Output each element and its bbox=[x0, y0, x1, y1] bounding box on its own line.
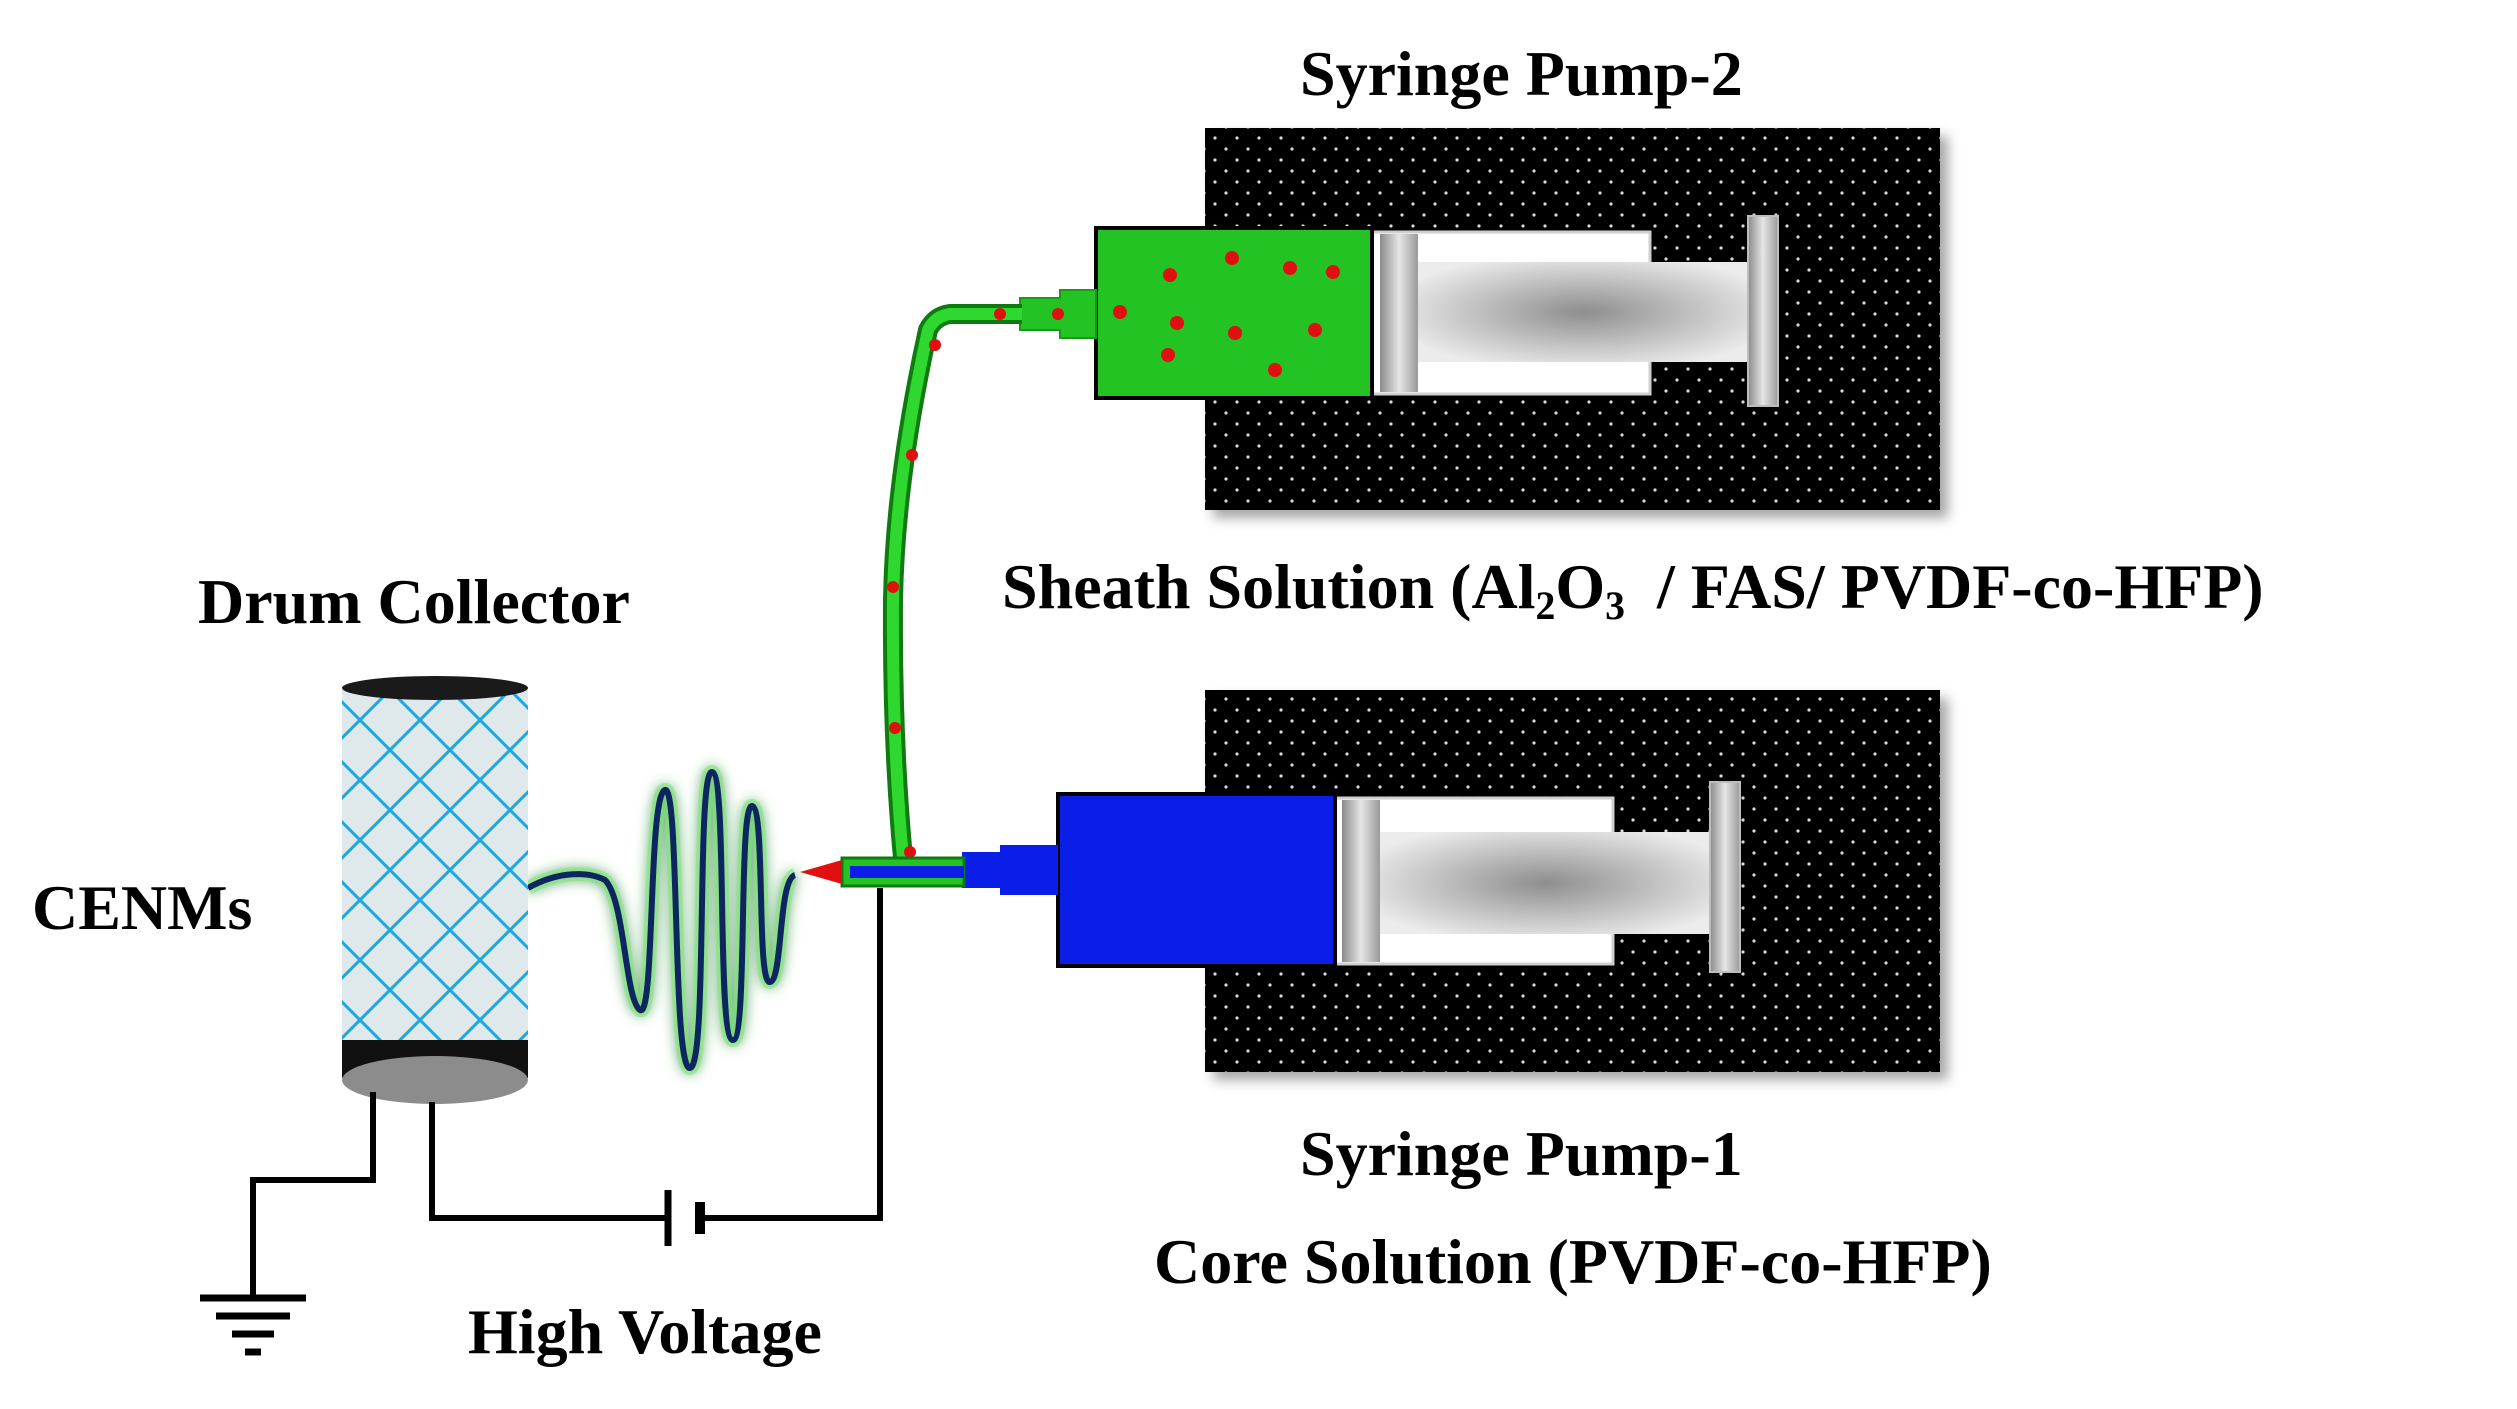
core-reservoir bbox=[1056, 792, 1337, 968]
pump-1-plunger-flange bbox=[1709, 781, 1741, 973]
sheath-label-prefix: Sheath Solution (Al bbox=[1002, 551, 1536, 622]
pump-2-plunger-rod bbox=[1418, 262, 1750, 362]
taylor-cone bbox=[800, 860, 842, 884]
coaxial-needle bbox=[800, 856, 966, 888]
drum-bottom-cap bbox=[342, 1056, 528, 1104]
sheath-particles bbox=[1052, 251, 1340, 377]
cenms-label: CENMs bbox=[32, 872, 253, 943]
sheath-label-o: O bbox=[1555, 551, 1606, 622]
battery-icon bbox=[664, 1190, 705, 1246]
drum-collector bbox=[342, 676, 528, 1104]
sheath-tube bbox=[882, 304, 1022, 859]
pump-2-title: Syringe Pump-2 bbox=[1300, 38, 1743, 109]
syringe-pump-2 bbox=[1019, 128, 1940, 510]
circuit bbox=[250, 888, 883, 1298]
drum-body bbox=[342, 688, 528, 1048]
core-solution-label: Core Solution (PVDF-co-HFP) bbox=[1154, 1226, 1992, 1297]
pump-2-plunger-head bbox=[1380, 234, 1418, 392]
core-nozzle bbox=[962, 845, 1058, 895]
sheath-label-sub-2: 3 bbox=[1605, 584, 1625, 629]
sheath-label-sub-1: 2 bbox=[1535, 584, 1556, 629]
sheath-label-suffix: / FAS/ PVDF-co-HFP) bbox=[1624, 551, 2264, 622]
drum-collector-label: Drum Collector bbox=[198, 566, 630, 637]
pump-1-plunger-head bbox=[1342, 800, 1380, 962]
syringe-pump-1 bbox=[962, 690, 1940, 1072]
drum-top-cap bbox=[342, 676, 528, 700]
pump-2-plunger-flange bbox=[1747, 215, 1779, 407]
pump-1-title: Syringe Pump-1 bbox=[1300, 1118, 1743, 1189]
pump-1-plunger-rod bbox=[1380, 832, 1712, 934]
high-voltage-label: High Voltage bbox=[468, 1296, 822, 1367]
sheath-solution-label: Sheath Solution (Al2O3 / FAS/ PVDF-co-HF… bbox=[1002, 555, 2264, 626]
ground-icon bbox=[200, 1294, 306, 1356]
fiber-jet bbox=[524, 764, 800, 1076]
